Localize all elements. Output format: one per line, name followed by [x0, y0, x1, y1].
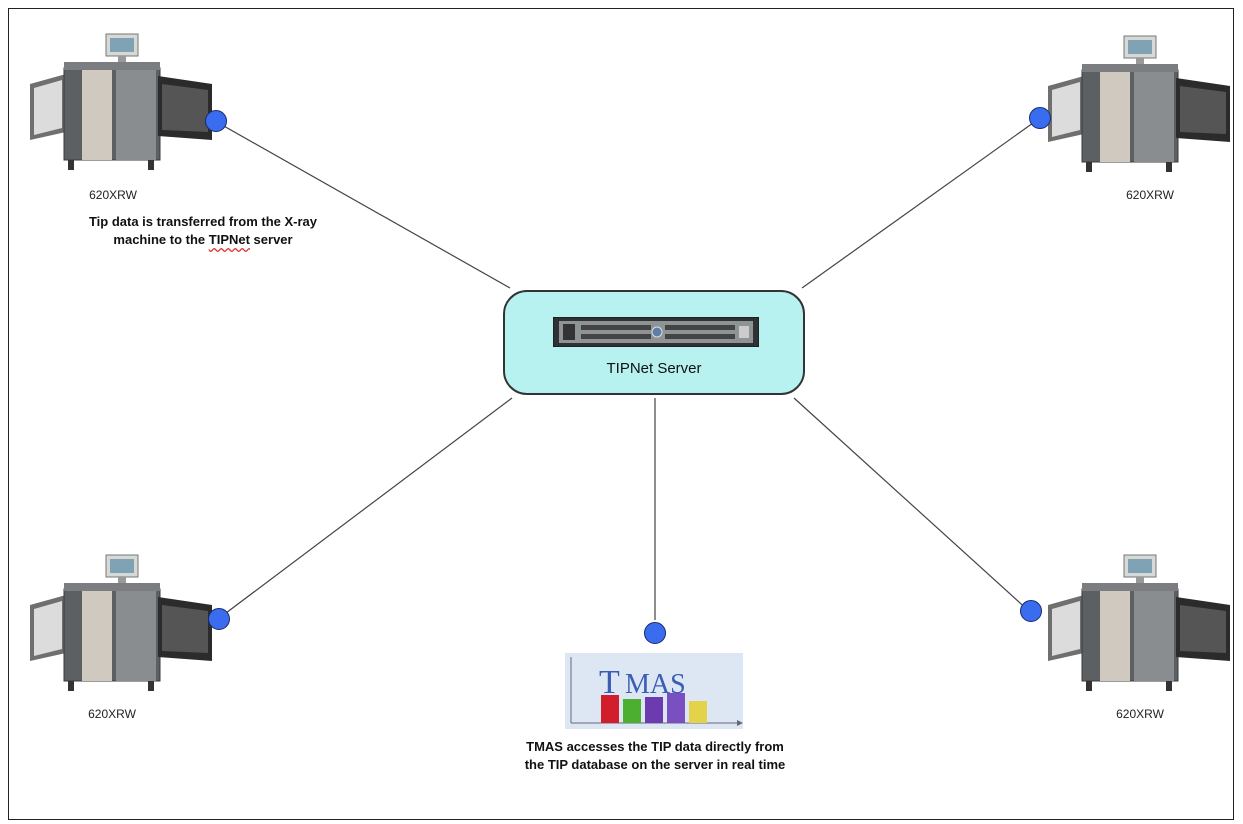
machine-label-bottom-left: 620XRW — [88, 707, 136, 721]
link-bottom-right — [793, 397, 1031, 613]
note-transfer-line1: Tip data is transferred from the X-ray — [88, 214, 318, 229]
xray-machine-bottom-right — [1047, 554, 1231, 692]
tmas-logo-mas: MAS — [625, 669, 686, 700]
machine-label-bottom-right: 620XRW — [1116, 707, 1164, 721]
node-dot-top-left — [205, 110, 227, 132]
rack-server-icon — [553, 317, 759, 347]
note-tmas-access: TMAS accesses the TIP data directly from… — [455, 738, 855, 774]
server-label: TIPNet Server — [606, 360, 702, 377]
link-top-right — [801, 117, 1041, 289]
note-tmas-line1: TMAS accesses the TIP data directly from — [526, 739, 784, 754]
tmas-logo: T MAS — [565, 653, 743, 729]
note-transfer-line2-marked: TIPNet — [208, 232, 250, 247]
node-dot-top-right — [1029, 107, 1051, 129]
node-dot-bottom-center — [644, 622, 666, 644]
link-bottom-left — [217, 397, 513, 620]
tipnet-server-box: TIPNet Server — [503, 290, 805, 395]
note-transfer-line2: machine to the TIPNet server — [38, 231, 368, 249]
node-dot-bottom-right — [1020, 600, 1042, 622]
node-dot-bottom-left — [208, 608, 230, 630]
note-transfer-line2-suffix: server — [249, 232, 293, 247]
note-transfer-line2-prefix: machine to the — [113, 232, 209, 247]
tmas-logo-t: T — [599, 664, 620, 701]
machine-label-top-right: 620XRW — [1126, 188, 1174, 202]
machine-label-top-left: 620XRW — [89, 188, 137, 202]
xray-machine-top-right — [1047, 35, 1231, 173]
link-top-left — [214, 120, 511, 289]
note-tmas-line2: the TIP database on the server in real t… — [524, 757, 786, 772]
xray-machine-bottom-left — [29, 554, 213, 692]
note-transfer: Tip data is transferred from the X-ray m… — [38, 213, 368, 249]
tmas-logo-graphic: T MAS — [570, 657, 743, 726]
xray-machine-top-left — [29, 33, 213, 171]
